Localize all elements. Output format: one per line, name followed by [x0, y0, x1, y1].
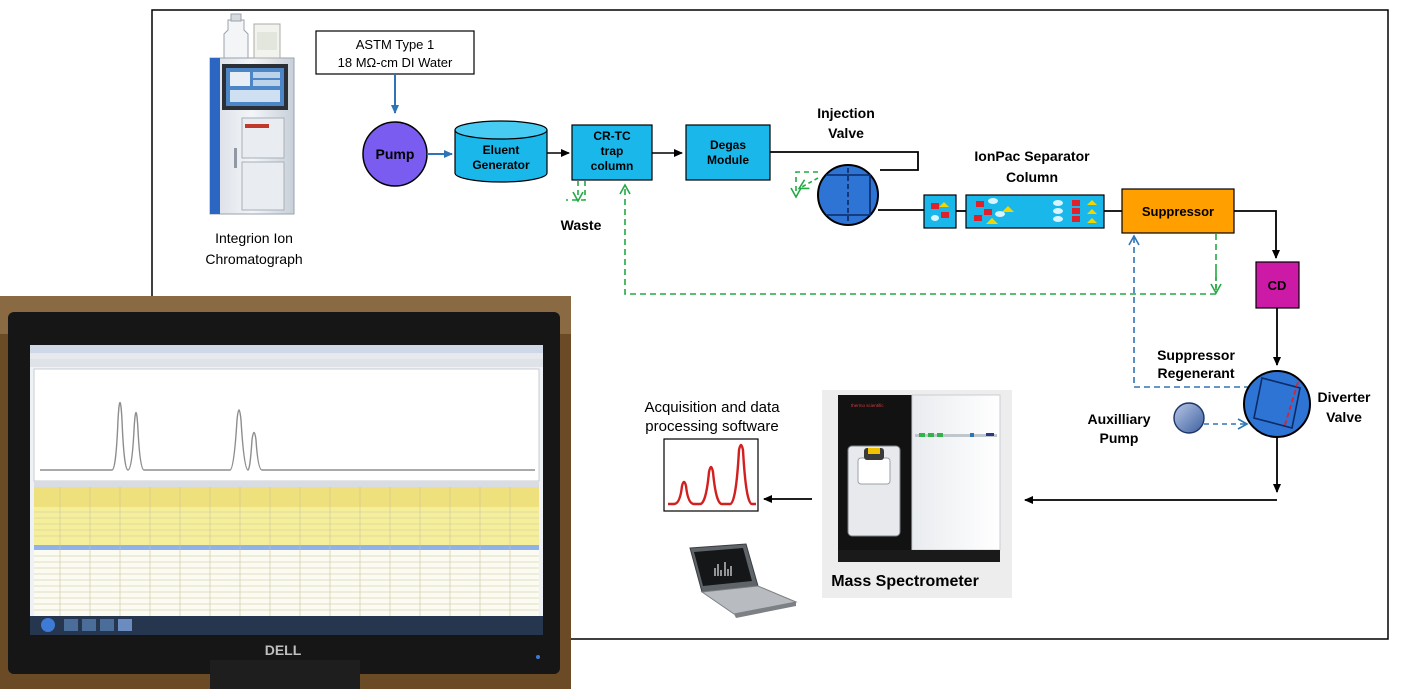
diverter-line1: Diverter: [1318, 389, 1371, 405]
injection-waste-arrow: [797, 177, 819, 190]
suppressor-label: Suppressor: [1142, 204, 1214, 219]
crtc-line2: trap: [601, 144, 624, 158]
water-source-line2: 18 MΩ-cm DI Water: [338, 55, 453, 70]
separator-line2: Column: [1006, 169, 1058, 185]
eluent-generator-node: [454, 120, 548, 183]
mass-spec-label: Mass Spectrometer: [831, 573, 979, 590]
suppressor-regen-return-line: [619, 183, 1217, 295]
eluent-generator-line1: Eluent: [483, 143, 520, 157]
diverter-line2: Valve: [1326, 409, 1362, 425]
waste-label: Waste: [561, 217, 602, 233]
cd-node: [1255, 261, 1300, 309]
injection-valve-node: [817, 164, 879, 226]
suppressor-to-cd-line: [1234, 210, 1280, 259]
injection-valve-line2: Valve: [828, 125, 864, 141]
crtc-node: [571, 124, 653, 181]
aux-pump-line2: Pump: [1100, 430, 1139, 446]
regenerant-line2: Regenerant: [1157, 365, 1234, 381]
integrion-instrument-image: [209, 13, 295, 215]
eluent-generator-line2: Generator: [472, 158, 530, 172]
suppressor-node: [1121, 188, 1235, 234]
monitor-brand: DELL: [265, 642, 302, 658]
injection-waste-line: [790, 171, 818, 199]
software-line1: Acquisition and data: [644, 399, 780, 416]
instrument-label-line2: Chromatograph: [205, 251, 302, 267]
separator-line1: IonPac Separator: [974, 148, 1090, 164]
injection-valve-line1: Injection: [817, 105, 875, 121]
water-source-box: [315, 30, 475, 75]
separator-column-node: [965, 194, 1105, 229]
ms-brand: thermo scientific: [851, 403, 884, 408]
crtc-line3: column: [591, 159, 634, 173]
degas-line1: Degas: [710, 138, 746, 152]
instrument-label-line1: Integrion Ion: [215, 230, 293, 246]
guard-column-node: [923, 194, 957, 229]
regenerant-line1: Suppressor: [1157, 347, 1235, 363]
mass-spectrometer-image: thermo scientific: [822, 390, 1012, 598]
chromatogram-trace: [668, 443, 756, 506]
degas-to-injection-line: [770, 151, 919, 171]
regenerant-to-suppressor-line: [1128, 234, 1250, 388]
laptop-image: [689, 543, 798, 618]
pump-label: Pump: [376, 146, 415, 162]
degas-line2: Module: [707, 153, 749, 167]
aux-pump-node: [1173, 402, 1205, 434]
aux-pump-line1: Auxilliary: [1087, 411, 1150, 427]
diverter-valve-node: [1243, 370, 1311, 438]
crtc-line1: CR-TC: [593, 129, 631, 143]
dell-monitor-photo: DELL: [0, 296, 571, 689]
cd-label: CD: [1268, 278, 1287, 293]
water-source-line1: ASTM Type 1: [356, 37, 435, 52]
software-line2: processing software: [645, 418, 778, 435]
